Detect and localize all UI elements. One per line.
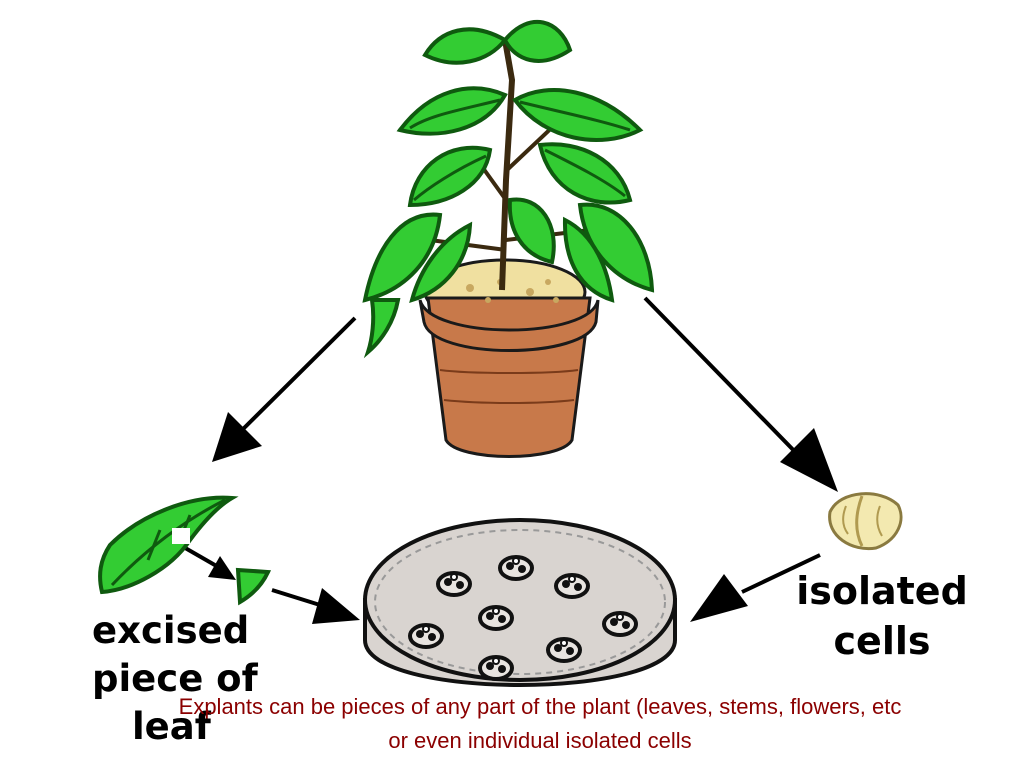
caption: Explants can be pieces of any part of th… [60, 690, 1020, 758]
label-excised-line2: piece of [92, 657, 258, 700]
excised-leaf [98, 495, 239, 595]
arrow-cells-to-dish [690, 553, 821, 622]
caption-line2: or even individual isolated cells [388, 728, 692, 753]
pot-rim [418, 299, 600, 352]
arrow-leaf-to-dish [271, 588, 360, 624]
arrow-leaf-to-fragment [179, 543, 236, 580]
plant-leaf-mid-left [407, 145, 493, 208]
arrow-plant-to-leaf [212, 316, 357, 462]
plant-stem [499, 39, 516, 291]
leaf-fragment [235, 567, 272, 606]
label-cells-line1: isolated [796, 569, 968, 613]
potted-plant [362, 20, 655, 458]
plant-leaf-mid-right [537, 142, 633, 205]
label-excised-leaf: excised piece of leaf [92, 612, 267, 756]
arrow-plant-to-cells [643, 296, 838, 492]
plant-leaf-upper-right [512, 88, 644, 142]
plant-leaf-upper-left [396, 86, 508, 136]
plant-leaf-center [507, 197, 556, 265]
label-cells-line2: cells [833, 619, 931, 663]
isolated-cells [828, 492, 903, 551]
label-excised-line1: excised [92, 609, 250, 652]
plant-leaf-lower-right [562, 202, 655, 303]
caption-line1: Explants can be pieces of any part of th… [178, 694, 902, 719]
petri-dish [363, 518, 677, 687]
label-excised-line3: leaf [132, 705, 211, 748]
label-isolated-cells: isolated cells [792, 572, 972, 672]
plant-leaf-lower-left [362, 212, 473, 359]
plant-leaf-top [422, 20, 573, 65]
